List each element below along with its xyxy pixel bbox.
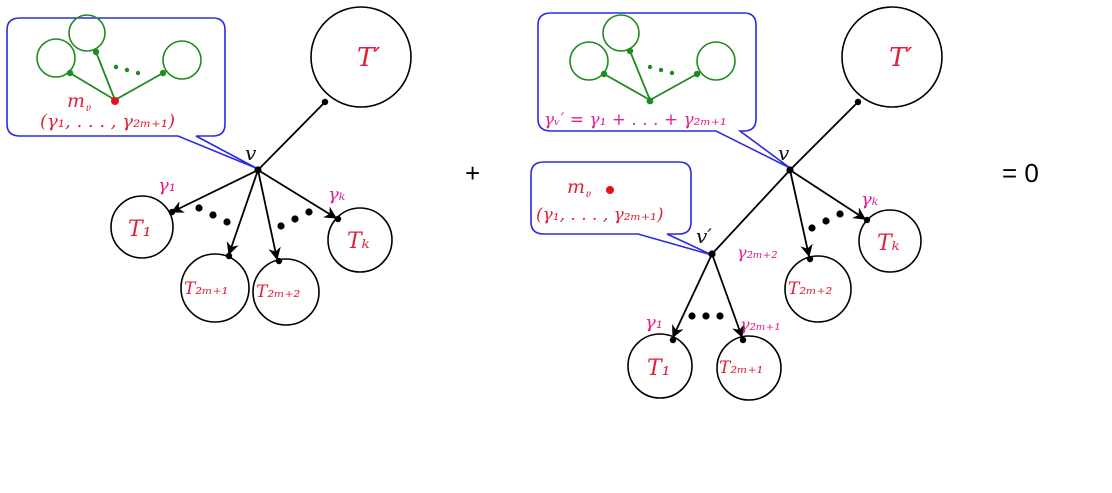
right-subtree-first-last-label: T₂ₘ₊₁: [719, 358, 763, 378]
left-subtree-mid1-circle: [180, 253, 250, 323]
left-subtree-first-label: T₁: [128, 217, 152, 242]
left-subtree-first-circle: [110, 195, 174, 259]
right-subtree-last-circle: [858, 209, 922, 273]
left-subtree-mid2-circle: [252, 258, 320, 326]
right-weight-first-last: γ₂ₘ₊₁: [740, 315, 781, 334]
left-tprime-circle: [310, 6, 412, 108]
left-tprime-label: T′: [357, 43, 380, 73]
right-marked-point: [606, 186, 614, 194]
right-weight-first: γ₁: [645, 312, 663, 333]
plus-operator: +: [465, 158, 480, 188]
right-bubble-sum: γᵥ′ = γ₁ + . . . + γ₂ₘ₊₁: [544, 110, 727, 130]
right-tprime-label: T′: [889, 43, 912, 73]
left-marked-point: [111, 97, 119, 105]
right-bubble2-tuple: (γ₁, . . . , γ₂ₘ₊₁): [536, 205, 663, 225]
right-diagram: γᵥ′ = γ₁ + . . . + γ₂ₘ₊₁ T′ v m𝔳 (γ₁, . …: [530, 6, 943, 401]
right-subtree-last-label: Tₖ: [877, 231, 900, 256]
left-subtree-last-label: Tₖ: [347, 229, 370, 254]
left-subtree-mid2-label: T₂ₘ₊₂: [256, 282, 301, 302]
right-subtree-first-label: T₁: [647, 356, 671, 381]
left-bubble-mark: m𝔳: [67, 90, 91, 114]
right-subtree-first-circle: [627, 333, 693, 399]
right-weight-mid: γ₂ₘ₊₂: [737, 243, 778, 262]
right-new-vertex-label: v′: [696, 224, 712, 248]
left-green-graph: [36, 14, 202, 105]
left-weight-last: γₖ: [328, 184, 346, 205]
left-diagram: m𝔳 (γ₁, . . . , γ₂ₘ₊₁) T′ v γ₁ γₖ T₁ T₂ₘ…: [6, 6, 412, 326]
right-bubble-top: [537, 12, 791, 169]
right-subtree-first-last-circle: [716, 335, 782, 401]
right-weight-last: γₖ: [861, 189, 879, 210]
right-subtree-mid-label: T₂ₘ₊₂: [788, 279, 833, 299]
right-bubble2-mark: m𝔳: [567, 176, 591, 200]
right-subtree-mid-circle: [784, 255, 852, 323]
left-bubble: [6, 17, 257, 169]
left-subtree-last-circle: [327, 207, 393, 273]
left-subtree-mid1-label: T₂ₘ₊₁: [184, 279, 228, 299]
left-bubble-tuple: (γ₁, . . . , γ₂ₘ₊₁): [40, 111, 175, 132]
left-weight-first: γ₁: [158, 175, 176, 196]
left-vertex-label: v: [245, 141, 257, 165]
right-vertex-label: v: [778, 141, 790, 165]
right-green-graph: [569, 14, 736, 105]
right-tprime-circle: [841, 6, 943, 108]
right-bubble-second: [530, 161, 713, 256]
equals-zero: = 0: [1002, 158, 1039, 188]
